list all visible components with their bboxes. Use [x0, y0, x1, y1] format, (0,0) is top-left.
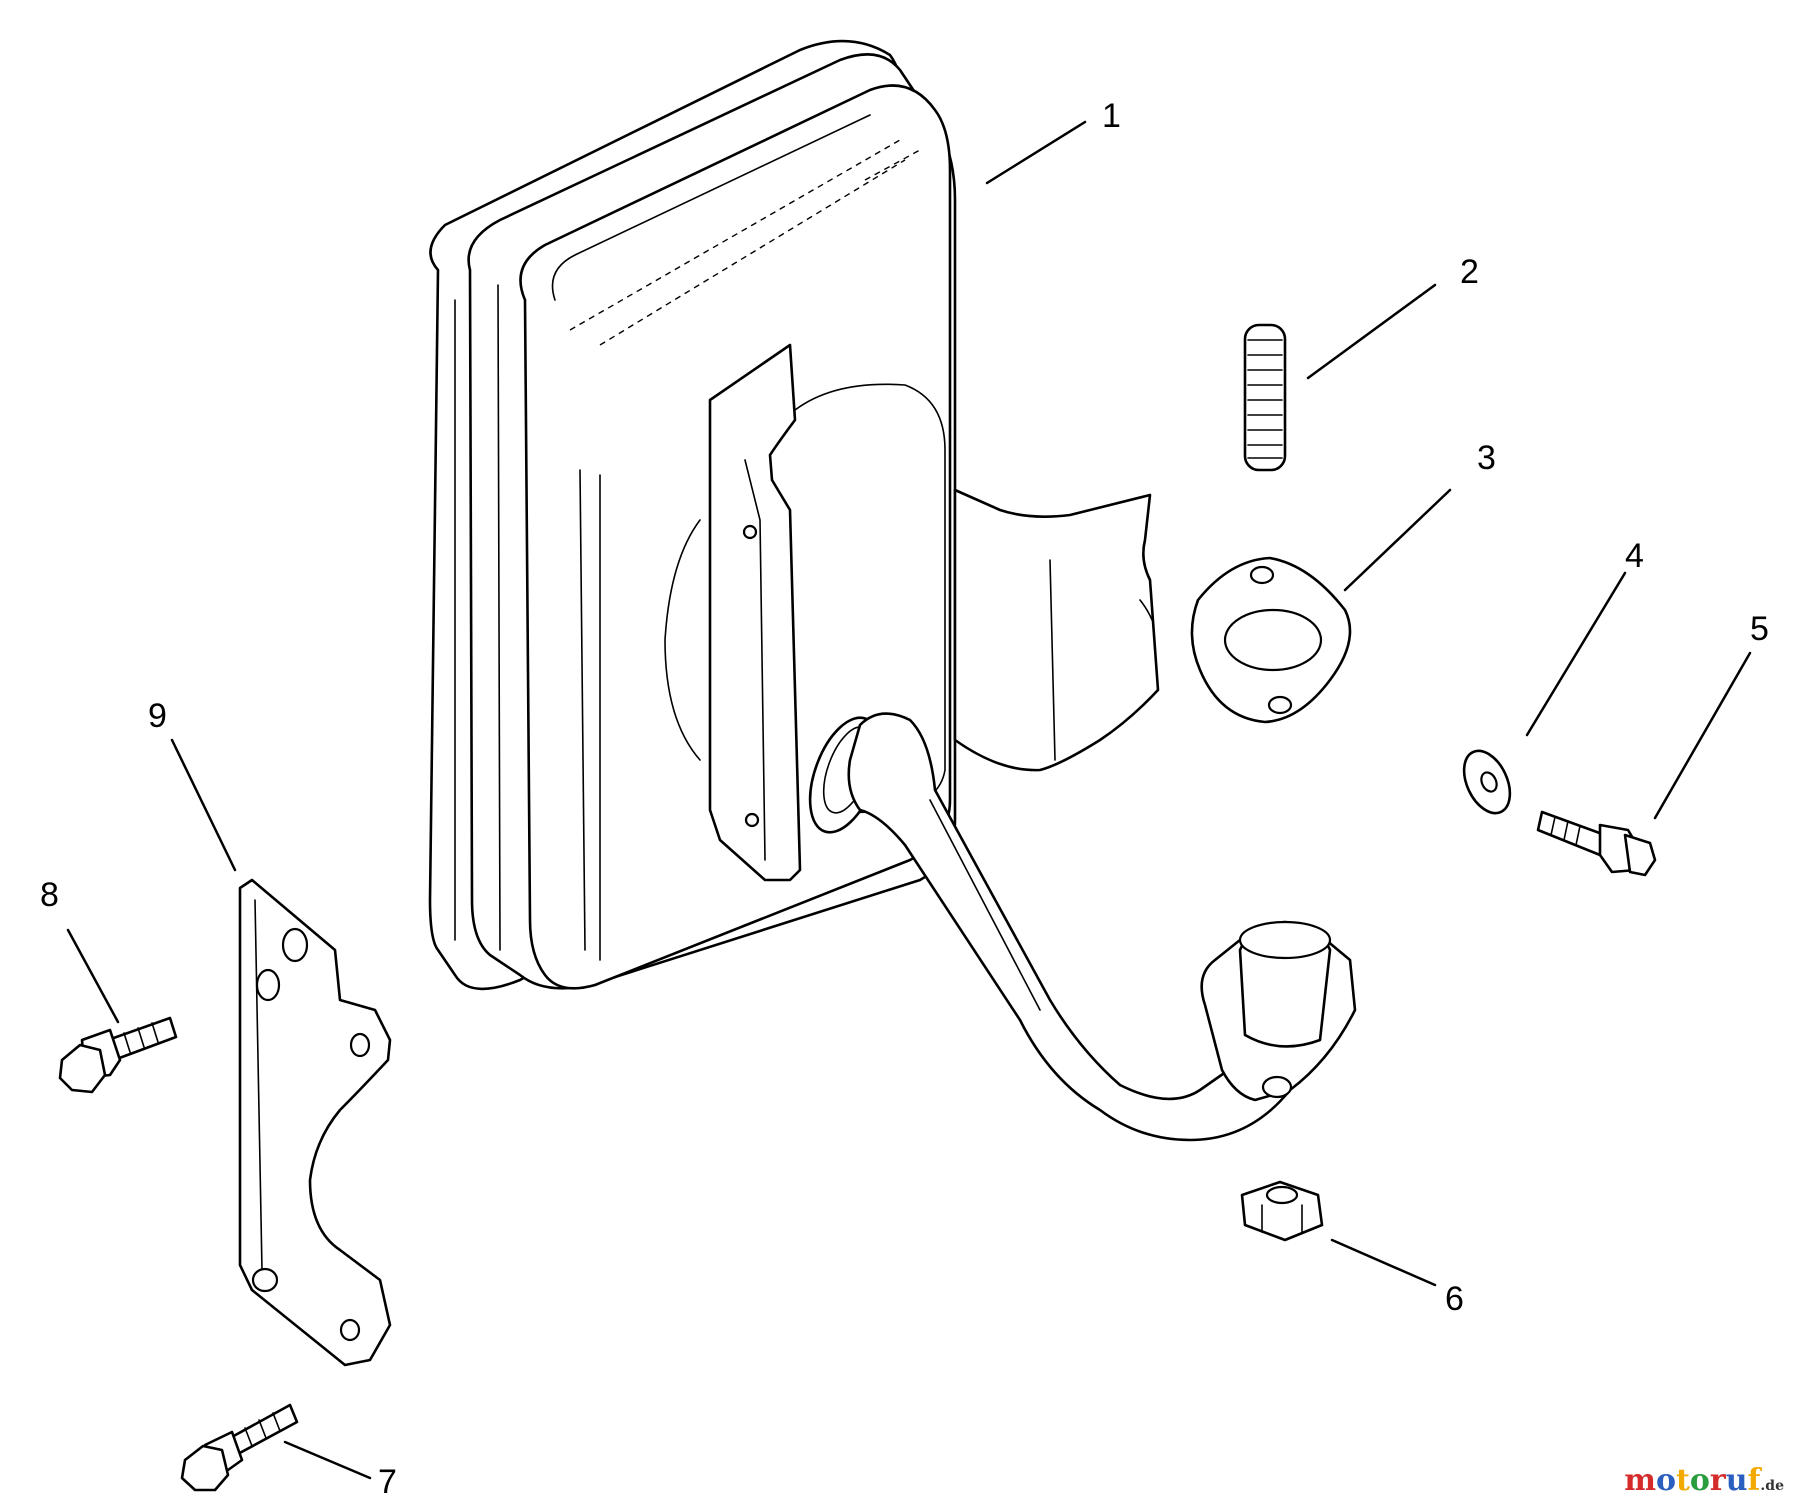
watermark-letter: m: [1624, 1463, 1656, 1498]
watermark-logo: motoruf.de: [1624, 1463, 1784, 1498]
watermark-letter: o: [1689, 1463, 1710, 1498]
leader-1: [985, 120, 1087, 185]
watermark-letter: f: [1747, 1463, 1761, 1498]
callout-4: 4: [1625, 537, 1644, 575]
callout-labels: 1 2 3 4 5 6 7 8 9: [40, 97, 1769, 1501]
screw-8-part: [58, 1016, 178, 1094]
stud-part: [1243, 323, 1287, 472]
screw-7-part: [180, 1403, 299, 1492]
nut-part: [1240, 1180, 1324, 1242]
watermark-letter: u: [1725, 1463, 1748, 1498]
leader-lines: [66, 120, 1752, 1480]
leader-2: [1306, 283, 1437, 380]
washer-part: [1462, 749, 1512, 815]
callout-7: 7: [378, 1463, 397, 1501]
bolt-part: [1536, 810, 1657, 877]
callout-6: 6: [1445, 1280, 1464, 1318]
callout-8: 8: [40, 876, 59, 914]
bracket-part: [238, 878, 392, 1367]
leader-7: [283, 1440, 372, 1480]
leader-3: [1343, 488, 1452, 592]
watermark-letter: r: [1709, 1463, 1726, 1498]
leader-8: [66, 928, 120, 1024]
watermark-letter: o: [1656, 1463, 1677, 1498]
watermark-letter: t: [1676, 1463, 1690, 1498]
gasket-part: [1190, 556, 1352, 724]
callout-2: 2: [1460, 253, 1479, 291]
muffler-part: [428, 39, 1357, 1142]
watermark-text: motoruf: [1624, 1463, 1760, 1498]
watermark-suffix: .de: [1760, 1478, 1784, 1494]
callout-9: 9: [148, 697, 167, 735]
callout-1: 1: [1102, 97, 1121, 135]
leader-6: [1330, 1238, 1437, 1287]
leader-9: [170, 738, 237, 872]
leader-4: [1525, 571, 1627, 737]
callout-5: 5: [1750, 610, 1769, 648]
leader-5: [1653, 651, 1752, 820]
callout-3: 3: [1477, 439, 1496, 477]
